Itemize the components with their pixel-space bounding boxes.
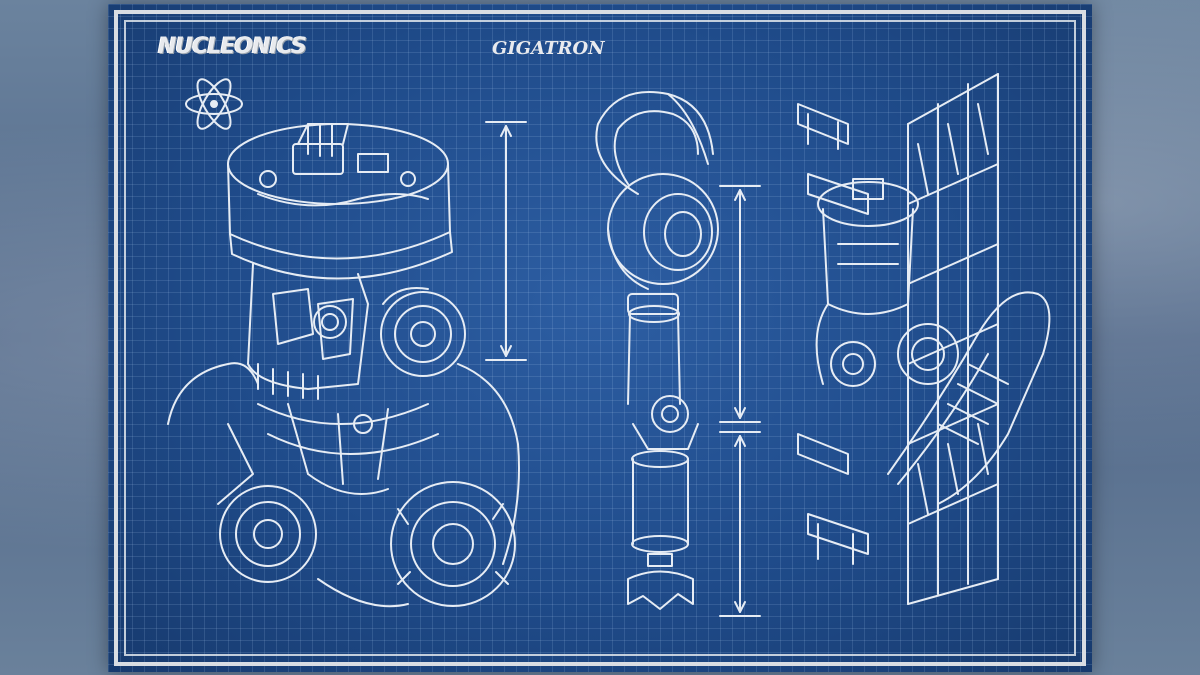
blueprint-drawing [167,73,1051,617]
robot-arm-drawing [595,91,719,610]
robot-head-drawing [167,123,520,608]
brand-logo-text: NUCLEONICS [158,34,307,59]
dimension-line-head [485,121,527,361]
sheet-inner-border [124,20,1076,656]
blueprint-title: GIGATRON [492,38,605,59]
atom-icon [185,78,243,130]
sheet-outer-border [114,10,1086,666]
dimension-line-arm [719,185,761,617]
blueprint-sheet: NUCLEONICS GIGATRON [108,4,1092,672]
robot-frame-drawing [797,73,1051,605]
